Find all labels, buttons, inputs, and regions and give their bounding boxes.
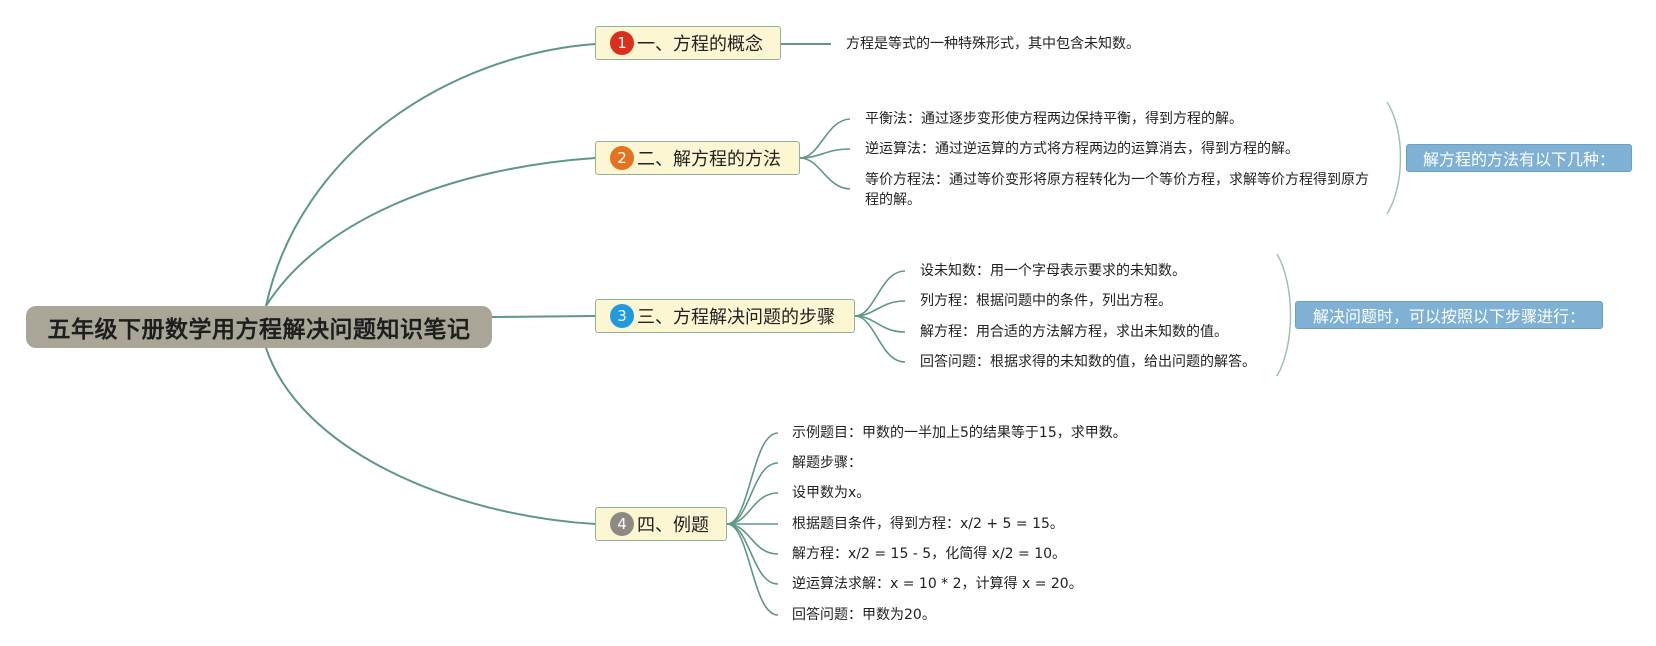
branch-line-4: [265, 347, 596, 525]
branch-line-2: [265, 157, 596, 307]
summary-steps[interactable]: 解决问题时，可以按照以下步骤进行：: [1295, 301, 1603, 329]
leaf-item-4-3[interactable]: 设甲数为x。: [792, 485, 871, 501]
badge-4-icon: 4: [610, 512, 634, 536]
leaf-line-3-1: [854, 270, 906, 317]
leaf-item-4-6[interactable]: 逆运算法求解：x = 10 * 2，计算得 x = 20。: [792, 576, 1083, 592]
topic-methods[interactable]: 2 二、解方程的方法: [595, 141, 800, 175]
leaf-item-3-1[interactable]: 设未知数：用一个字母表示要求的未知数。: [920, 263, 1186, 279]
leaf-item-4-5[interactable]: 解方程：x/2 = 15 - 5，化简得 x/2 = 10。: [792, 546, 1067, 562]
topic-examples[interactable]: 4 四、例题: [595, 507, 727, 541]
leaf-item-3-3[interactable]: 解方程：用合适的方法解方程，求出未知数的值。: [920, 324, 1228, 340]
summary-label: 解决问题时，可以按照以下步骤进行：: [1312, 307, 1585, 326]
summary-methods[interactable]: 解方程的方法有以下几种：: [1406, 144, 1632, 172]
leaf-item-3-4[interactable]: 回答问题：根据求得的未知数的值，给出问题的解答。: [920, 354, 1256, 370]
root-topic[interactable]: 五年级下册数学用方程解决问题知识笔记: [26, 306, 492, 348]
leaf-line-4-2: [726, 462, 779, 525]
badge-2-icon: 2: [610, 146, 634, 170]
topic-concept[interactable]: 1 一、方程的概念: [595, 26, 781, 60]
leaf-item-4-4[interactable]: 根据题目条件，得到方程：x/2 + 5 = 15。: [792, 516, 1064, 532]
leaf-line-4-3: [726, 492, 779, 525]
topic-steps[interactable]: 3 三、方程解决问题的步骤: [595, 299, 855, 333]
leaf-item-2-2[interactable]: 逆运算法：通过逆运算的方式将方程两边的运算消去，得到方程的解。: [865, 141, 1299, 157]
topic-title: 四、例题: [637, 515, 709, 536]
leaf-line-4-7: [726, 523, 779, 616]
leaf-line-2-1: [799, 118, 851, 159]
branch-line-1: [265, 43, 596, 307]
summary-bracket-3: [1276, 253, 1292, 377]
leaf-item-4-2[interactable]: 解题步骤：: [792, 455, 862, 471]
leaf-line-4-1: [726, 432, 779, 525]
topic-title: 一、方程的概念: [637, 34, 763, 55]
leaf-item-1-1[interactable]: 方程是等式的一种特殊形式，其中包含未知数。: [846, 36, 1140, 52]
root-title: 五年级下册数学用方程解决问题知识笔记: [47, 317, 471, 343]
leaf-item-3-2[interactable]: 列方程：根据问题中的条件，列出方程。: [920, 293, 1172, 309]
summary-label: 解方程的方法有以下几种：: [1422, 150, 1615, 169]
topic-title: 二、解方程的方法: [637, 149, 781, 170]
leaf-line-2-3: [799, 157, 851, 190]
branch-line-3: [491, 315, 596, 318]
leaf-item-4-1[interactable]: 示例题目：甲数的一半加上5的结果等于15，求甲数。: [792, 425, 1127, 441]
leaf-item-2-1[interactable]: 平衡法：通过逐步变形使方程两边保持平衡，得到方程的解。: [865, 111, 1243, 127]
badge-1-icon: 1: [610, 31, 634, 55]
summary-bracket-2: [1386, 101, 1402, 215]
leaf-item-2-3[interactable]: 等价方程法：通过等价变形将原方程转化为一个等价方程，求解等价方程得到原方程的解。: [865, 172, 1369, 208]
badge-3-icon: 3: [610, 304, 634, 328]
leaf-item-4-7[interactable]: 回答问题：甲数为20。: [792, 607, 936, 623]
topic-title: 三、方程解决问题的步骤: [637, 307, 835, 328]
leaf-line-2-2: [799, 148, 851, 159]
leaf-line-3-4: [854, 315, 906, 363]
